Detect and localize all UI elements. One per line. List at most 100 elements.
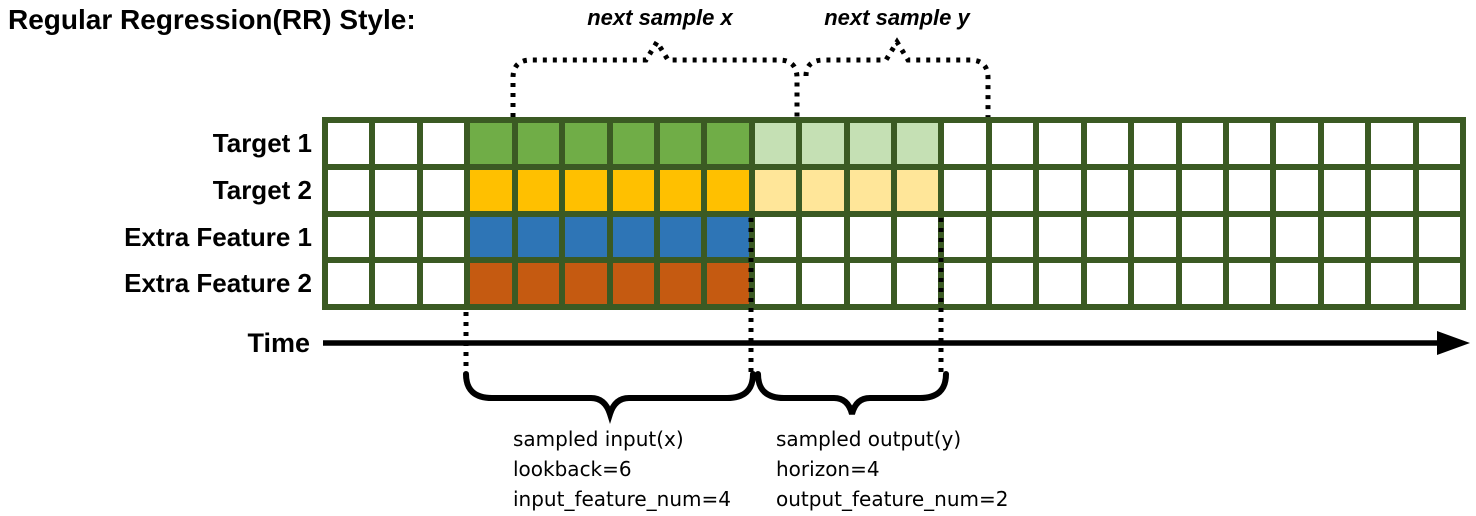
grid-cell [707,169,749,211]
row-label: Extra Feature 2 [124,268,312,299]
grid-cell [1276,169,1318,211]
grid-cell [754,169,797,211]
grid-cell [612,169,654,211]
grid-cell [897,123,939,164]
grid-cell [1418,216,1460,258]
grid-cell [517,216,560,258]
grid-cell [849,123,891,164]
grid-cell [1134,169,1176,211]
next-sample-x-label: next sample x [587,5,733,30]
grid-cell [1276,216,1318,258]
grid-cell [375,169,417,211]
grid-cell [897,216,939,258]
grid-cell [1228,216,1271,258]
grid-cell [1134,263,1176,304]
grid-cell [517,169,560,211]
grid-cell [1181,216,1223,258]
grid-cell [849,263,891,304]
grid-cell [375,263,417,304]
grid-cell [1323,216,1366,258]
row-label: Target 2 [212,174,312,205]
grid-cell [659,216,702,258]
grid-cell [944,169,986,211]
grid-cell [328,169,370,211]
grid-cell [375,216,417,258]
grid-cell [470,169,512,211]
grid-cell [1228,169,1271,211]
grid-cell [1371,169,1413,211]
grid-cell [1371,123,1413,164]
annotation-line: lookback=6 [513,457,632,481]
annotation-line: input_feature_num=4 [513,487,731,511]
annotation-line: sampled input(x) [513,427,684,451]
grid-cell [1086,216,1129,258]
row-label: Target 1 [212,128,312,158]
grid-cell [1323,263,1366,304]
grid-cell [1323,123,1366,164]
grid-cell [991,263,1034,304]
grid-cell [944,123,986,164]
grid-cell [1228,263,1271,304]
grid-cell [612,216,654,258]
grid-cell [944,216,986,258]
grid-cell [422,216,465,258]
grid-cell [1181,263,1223,304]
grid-cell [991,169,1034,211]
diagram-title: Regular Regression(RR) Style: [8,4,416,35]
grid-cell [565,123,607,164]
grid-cell [422,123,465,164]
grid-cell [328,123,370,164]
grid-cell [754,216,797,258]
grid-cell [612,263,654,304]
grid-cell [707,216,749,258]
grid-cell [659,123,702,164]
grid-cell [1181,169,1223,211]
next-sample-x-brace [510,37,800,117]
annotation-line: sampled output(y) [776,427,962,451]
grid-cell [1039,216,1081,258]
grid-cell [1086,169,1129,211]
next-sample-y-label: next sample y [824,5,970,30]
grid-cell [991,216,1034,258]
grid-cell [1181,123,1223,164]
grid-cell [1134,216,1176,258]
grid-cell [1134,123,1176,164]
grid-cell [470,216,512,258]
grid-cell [422,263,465,304]
grid-cell [565,263,607,304]
grid-cell [1418,263,1460,304]
time-axis-label: Time [247,328,310,358]
grid-cell [1418,169,1460,211]
grid-cell [328,216,370,258]
grid-cell [470,123,512,164]
time-axis-arrowhead [1437,331,1470,355]
grid-cell [422,169,465,211]
annotation-line: output_feature_num=2 [776,487,1009,511]
grid-cell [1371,216,1413,258]
grid-cell [328,263,370,304]
grid-cell [659,169,702,211]
grid-cell [802,169,844,211]
next-sample-y-brace [803,37,991,117]
grid-cell [1086,263,1129,304]
sampled-output-annotation: sampled output(y) horizon=4 output_featu… [776,424,1009,514]
grid-cell [849,216,891,258]
row-label: Extra Feature 1 [124,221,312,252]
grid-cell [897,169,939,211]
grid-cell [1276,123,1318,164]
grid-cell [1371,263,1413,304]
grid-cell [375,123,417,164]
grid-cell [802,263,844,304]
grid-cell [707,263,749,304]
grid-cell [612,123,654,164]
annotation-line: horizon=4 [776,457,880,481]
grid-cell [754,123,797,164]
grid-cell [1418,123,1460,164]
grid-cell [1039,263,1081,304]
grid-cell [659,263,702,304]
grid-cell [1323,169,1366,211]
grid-cell [707,123,749,164]
sampled-input-brace [463,371,756,425]
grid-cell [802,123,844,164]
grid-cell [1039,169,1081,211]
